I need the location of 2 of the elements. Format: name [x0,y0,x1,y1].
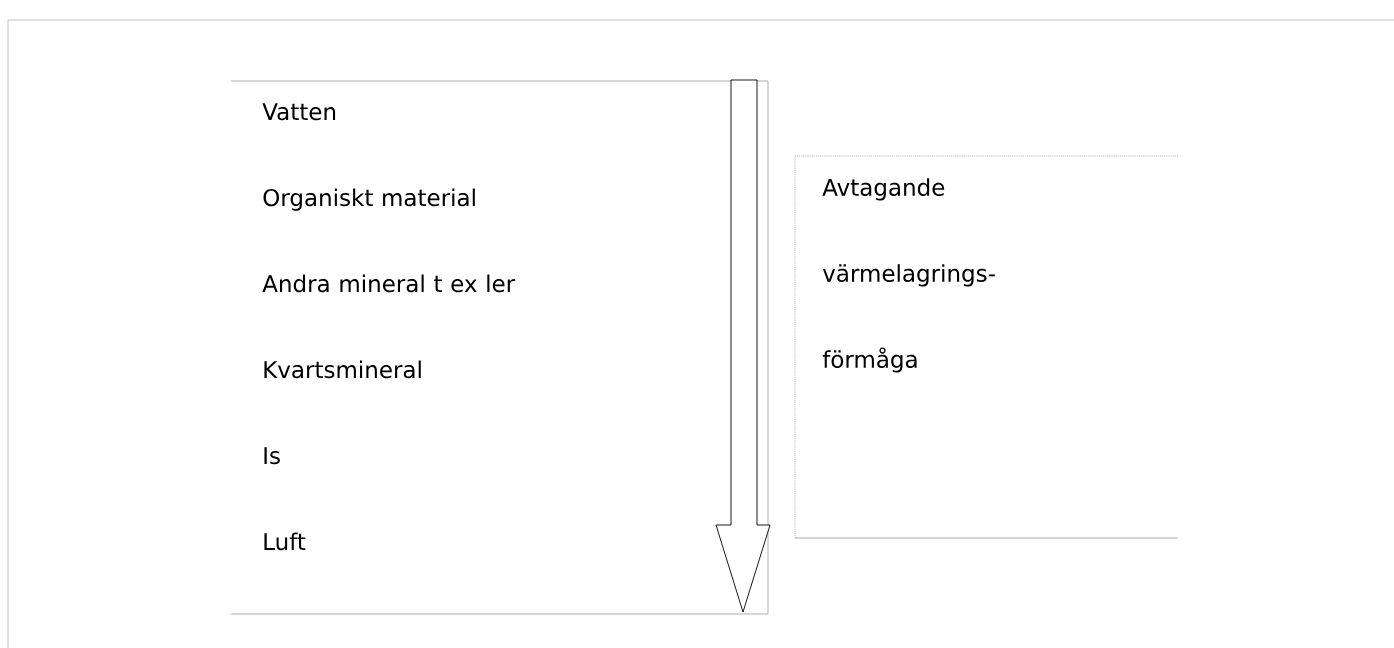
note-box: Avtagande värmelagrings- förmåga [794,155,1179,539]
list-box: Vatten Organiskt material Andra mineral t ex ler Kvartsmineral Is Luft [230,80,769,615]
